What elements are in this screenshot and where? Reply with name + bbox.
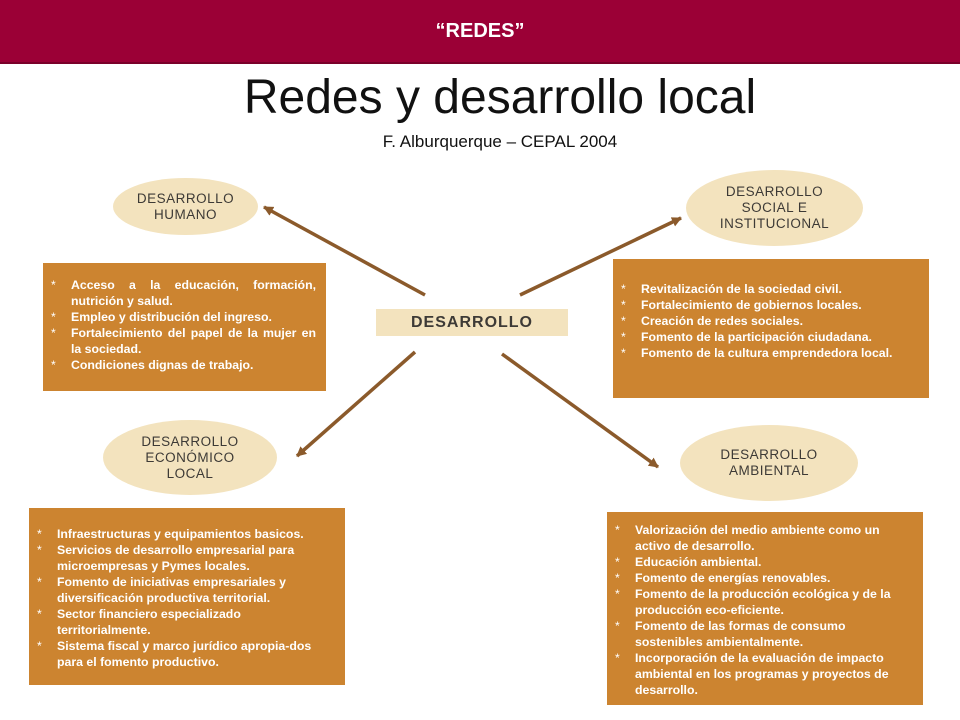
list-item: Fomento de la participación ciudadana. — [621, 329, 919, 345]
node-desarrollo-humano: DESARROLLO HUMANO — [113, 178, 258, 235]
list-item: Fortalecimiento de gobiernos locales. — [621, 297, 919, 313]
list-item: Fomento de la cultura emprendedora local… — [621, 345, 919, 361]
list-item: Educación ambiental. — [615, 554, 913, 570]
node-label-social: DESARROLLO SOCIAL E INSTITUCIONAL — [719, 184, 830, 231]
list-economico: Infraestructuras y equipamientos basicos… — [37, 526, 335, 670]
arrow-to-ambiental — [500, 352, 660, 469]
title-banner: “REDES” — [0, 0, 960, 64]
page-subtitle: F. Alburquerque – CEPAL 2004 — [382, 132, 618, 151]
box-humano: Acceso a la educación, formación, nutric… — [43, 263, 326, 391]
list-item: Creación de redes sociales. — [621, 313, 919, 329]
banner-text: “REDES” — [435, 19, 525, 42]
list-ambiental: Valorización del medio ambiente como un … — [615, 522, 913, 698]
node-label-humano: DESARROLLO HUMANO — [136, 190, 235, 222]
arrow-to-economico — [295, 350, 417, 458]
list-item: Infraestructuras y equipamientos basicos… — [37, 526, 335, 542]
arrow-to-social — [519, 216, 682, 297]
list-item: Fortalecimiento del papel de la mujer en… — [51, 325, 316, 357]
node-desarrollo-ambiental: DESARROLLO AMBIENTAL — [680, 425, 858, 501]
list-item: Acceso a la educación, formación, nutric… — [51, 277, 316, 309]
node-label-ambiental: DESARROLLO AMBIENTAL — [720, 447, 818, 478]
list-item: Fomento de la producción ecológica y de … — [615, 586, 913, 618]
list-item: Incorporación de la evaluación de impact… — [615, 650, 913, 698]
list-item: Fomento de las formas de consumo sosteni… — [615, 618, 913, 650]
list-item: Condiciones dignas de trabajo. — [51, 357, 316, 373]
node-label-economico: DESARROLLO ECONÓMICO LOCAL — [141, 433, 239, 481]
list-item: Sector financiero especializado territor… — [37, 606, 335, 638]
node-desarrollo-economico: DESARROLLO ECONÓMICO LOCAL — [103, 420, 277, 495]
box-ambiental: Valorización del medio ambiente como un … — [607, 512, 923, 705]
center-node: DESARROLLO — [376, 309, 568, 336]
box-social: Revitalización de la sociedad civil. For… — [613, 259, 929, 398]
box-economico: Infraestructuras y equipamientos basicos… — [29, 508, 345, 685]
list-humano: Acceso a la educación, formación, nutric… — [51, 277, 316, 373]
list-item: Revitalización de la sociedad civil. — [621, 281, 919, 297]
list-item: Valorización del medio ambiente como un … — [615, 522, 913, 554]
page-title: Redes y desarrollo local — [243, 71, 757, 124]
list-item: Sistema fiscal y marco jurídico apropia-… — [37, 638, 335, 670]
node-desarrollo-social: DESARROLLO SOCIAL E INSTITUCIONAL — [686, 170, 863, 246]
list-social: Revitalización de la sociedad civil. For… — [621, 281, 919, 361]
list-item: Fomento de energías renovables. — [615, 570, 913, 586]
list-item: Servicios de desarrollo empresarial para… — [37, 542, 335, 574]
list-item: Empleo y distribución del ingreso. — [51, 309, 316, 325]
arrow-to-humano — [263, 205, 426, 297]
list-item: Fomento de iniciativas empresariales y d… — [37, 574, 335, 606]
